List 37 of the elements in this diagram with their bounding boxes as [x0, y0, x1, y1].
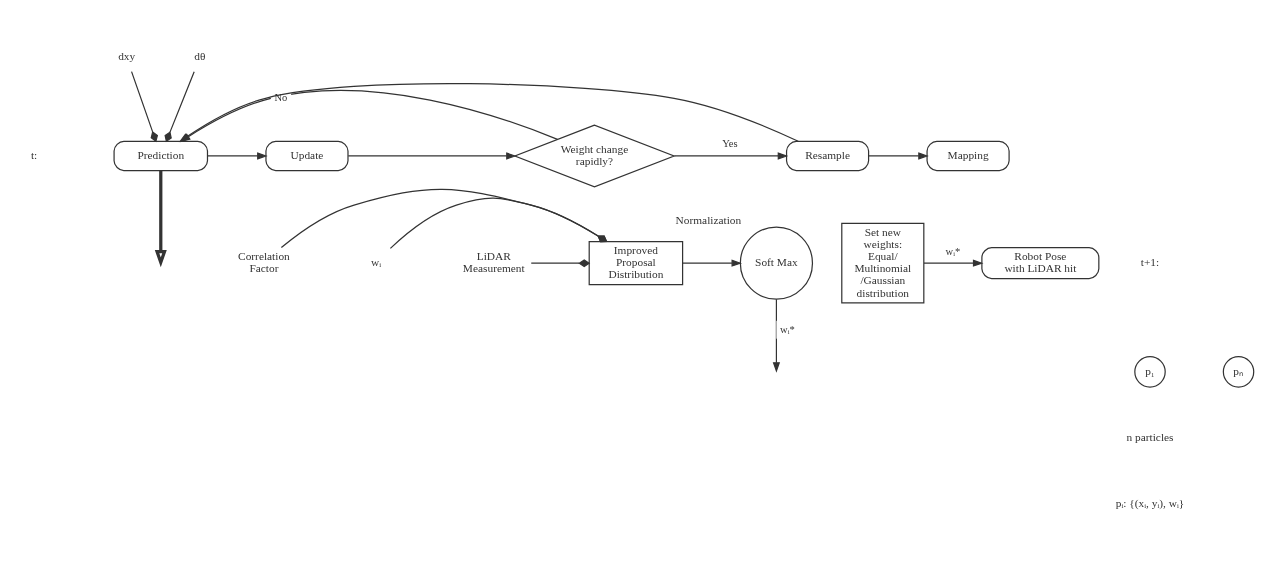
label: t:	[30, 148, 38, 161]
connector	[280, 188, 608, 249]
arrow	[207, 152, 268, 160]
edge-label: wᵢ*	[780, 323, 795, 335]
node-box: Set new weights: Equal/ Multinomial /Gaussian distribution	[841, 222, 925, 304]
node-text: LiDAR Measurement	[462, 250, 525, 275]
label: pᵢ: {(xᵢ, yᵢ), wᵢ}	[1115, 497, 1185, 510]
arrow	[868, 152, 929, 160]
node-text: wᵢ	[370, 256, 382, 269]
arrow	[682, 259, 743, 267]
connector	[130, 71, 159, 143]
node-box: Update	[265, 140, 349, 172]
node-box: Prediction	[113, 140, 209, 172]
edge-label: No	[274, 92, 288, 104]
node-text: dxy	[118, 49, 136, 62]
node-text: dθ	[194, 49, 206, 62]
node-box: Robot Pose with LiDAR hit	[981, 247, 1100, 280]
node-text: Correlation Factor	[238, 250, 290, 275]
connector	[389, 197, 608, 249]
node-circle: Soft Max	[739, 226, 814, 300]
node-diamond: Weight change rapidly?	[513, 124, 676, 188]
arrow	[347, 152, 517, 160]
node-box: Improved Proposal Distribution	[588, 241, 684, 286]
arrow	[673, 152, 789, 160]
connector	[530, 259, 591, 268]
arrow	[923, 259, 984, 267]
node-circle: p₁	[1134, 356, 1166, 388]
node-label: Normalization	[675, 214, 742, 227]
node-circle: pₙ	[1222, 356, 1255, 388]
arrow	[772, 298, 781, 373]
label: t+1:	[1140, 256, 1160, 269]
node-box: Resample	[785, 140, 870, 172]
label: n particles	[1126, 431, 1174, 444]
edge-label: Yes	[722, 138, 738, 150]
arrow	[154, 170, 167, 268]
edge-label: wᵢ*	[945, 245, 961, 257]
node-box: Mapping	[926, 140, 1010, 172]
